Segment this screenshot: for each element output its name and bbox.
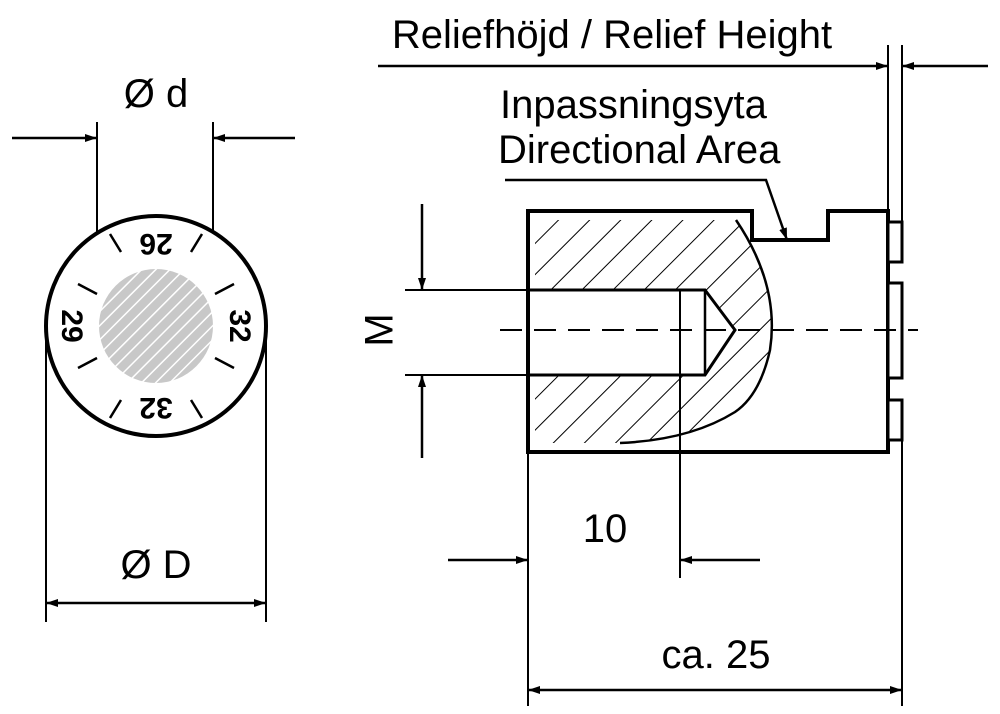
ring-number-bottom: 32 bbox=[139, 391, 172, 424]
directional-area-label-sv: Inpassningsyta bbox=[500, 83, 768, 127]
depth-label: 10 bbox=[583, 507, 628, 551]
directional-area-label-en: Directional Area bbox=[498, 128, 781, 172]
ring-tick-marks bbox=[77, 233, 235, 419]
thread-hole bbox=[528, 288, 737, 377]
ring-number-left: 29 bbox=[55, 309, 88, 342]
inner-diameter-label: Ø d bbox=[124, 72, 188, 116]
relief-height-label: Reliefhöjd / Relief Height bbox=[392, 13, 832, 57]
outer-diameter-label: Ø D bbox=[120, 543, 191, 587]
inner-core-hatched bbox=[99, 269, 213, 383]
section-break-line bbox=[619, 219, 774, 445]
length-label: ca. 25 bbox=[662, 633, 771, 677]
thread-label: M bbox=[358, 313, 402, 346]
section-hatch-region bbox=[535, 220, 772, 443]
section-view: M Reliefhöjd / Relief Height Inpassnings… bbox=[358, 13, 988, 706]
body-outline bbox=[526, 209, 890, 454]
ring-number-top: 26 bbox=[139, 227, 172, 260]
ring-number-right: 32 bbox=[223, 309, 256, 342]
end-view: Ø d 26 32 32 29 Ø D bbox=[12, 72, 295, 622]
directional-area-leader bbox=[505, 178, 789, 241]
